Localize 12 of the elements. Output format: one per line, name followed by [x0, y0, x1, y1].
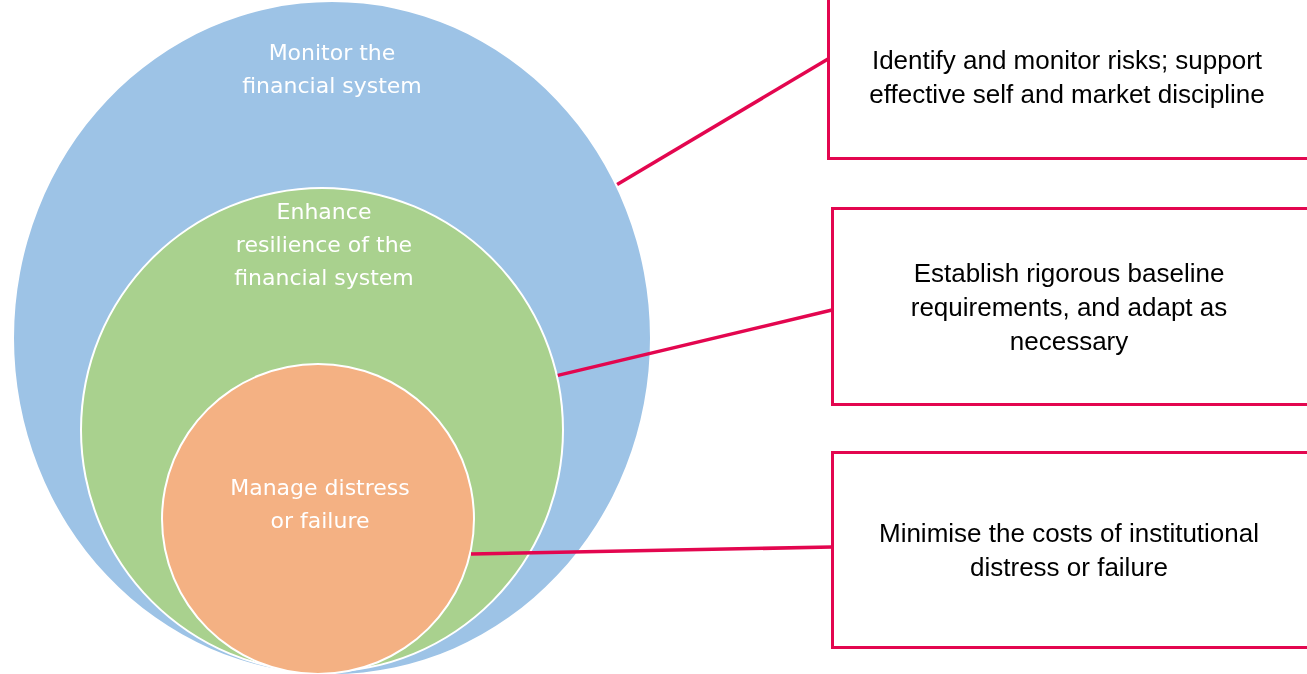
- circle-label: Manage distress or failure: [230, 474, 410, 535]
- text-box: [831, 207, 1307, 406]
- connector-line: [616, 57, 829, 187]
- text-box: [831, 451, 1307, 649]
- box-text: Identify and monitor risks; support effective self and market discipline: [868, 44, 1266, 111]
- connector-line: [470, 545, 833, 556]
- box-text: Establish rigorous baseline requirements, and adapt as necessary: [909, 256, 1229, 358]
- box-text: Minimise the costs of institutional distress or failure: [877, 517, 1260, 584]
- connector-line: [557, 308, 833, 378]
- circle-label: Enhance resilience of the financial system: [233, 198, 415, 292]
- text-box: [827, 0, 1307, 160]
- circle-label: Monitor the financial system: [241, 39, 423, 100]
